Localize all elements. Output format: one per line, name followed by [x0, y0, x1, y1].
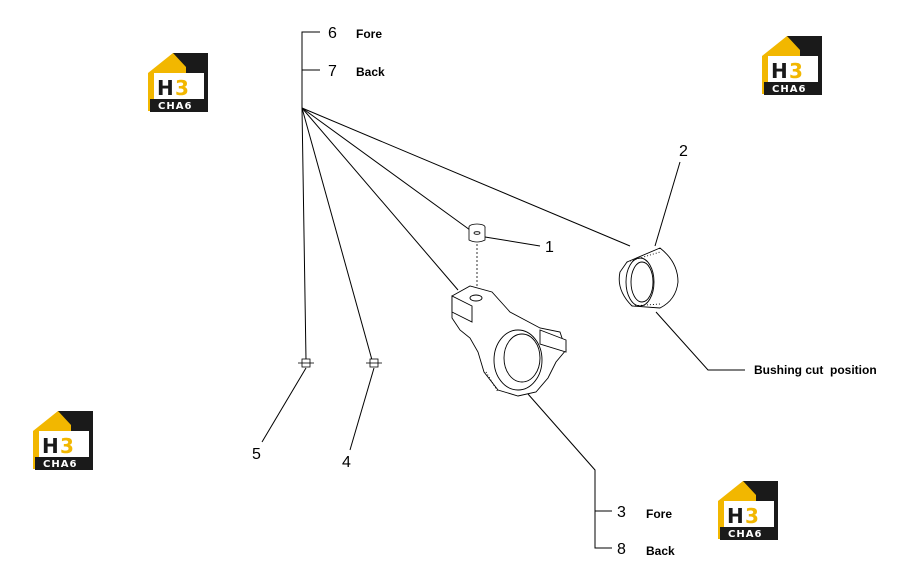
- leader-1: [484, 236, 541, 247]
- logo-text: CHA6: [158, 101, 192, 112]
- logo-letter-3: 3: [175, 76, 189, 100]
- logo-text: CHA6: [772, 84, 806, 95]
- callout-1: 1: [545, 239, 554, 256]
- logo-letter-h: H: [42, 434, 59, 458]
- watermark-logo-top-left: H 3 CHA6: [148, 53, 208, 112]
- leader-to-nut-4: [301, 107, 373, 361]
- label-bushing-cut-position: Bushing cut position: [754, 363, 877, 377]
- label-fore-top: Fore: [356, 27, 382, 41]
- watermark-logo-top-right: H 3 CHA6: [762, 36, 822, 95]
- logo-letter-3: 3: [60, 434, 74, 458]
- leader-lines: [261, 31, 745, 549]
- logo-letter-3: 3: [745, 504, 759, 528]
- leader-2: [654, 161, 681, 247]
- leader-4: [349, 367, 375, 451]
- callout-5: 5: [252, 446, 261, 463]
- part-rod-cap: [451, 285, 567, 397]
- leader-to-nut-5: [301, 107, 307, 361]
- leader-to-rod: [301, 107, 459, 291]
- leader-bushing-cut: [655, 311, 745, 371]
- watermark-logo-bottom-left: H 3 CHA6: [33, 411, 93, 470]
- logo-letter-h: H: [771, 59, 788, 83]
- callout-4: 4: [342, 454, 351, 471]
- callout-8: 8: [617, 541, 626, 558]
- label-back-bottom: Back: [646, 544, 675, 558]
- callout-6: 6: [328, 25, 337, 42]
- part-nut-4: [366, 358, 382, 368]
- leader-to-bushing: [301, 107, 631, 247]
- callout-2: 2: [679, 143, 688, 160]
- part-nut-5: [298, 358, 314, 368]
- logo-text: CHA6: [43, 459, 77, 470]
- leader-5: [261, 367, 307, 443]
- logo-letter-h: H: [157, 76, 174, 100]
- logo-letter-h: H: [727, 504, 744, 528]
- logo-text: CHA6: [728, 529, 762, 540]
- watermark-logo-bottom-right: H 3 CHA6: [718, 481, 778, 540]
- leader-to-bolt: [301, 107, 471, 231]
- part-bushing: [618, 247, 679, 309]
- logo-letter-3: 3: [789, 59, 803, 83]
- callout-7: 7: [328, 63, 337, 80]
- part-bolt: [468, 223, 486, 292]
- leader-3-8: [527, 393, 612, 549]
- label-back-top: Back: [356, 65, 385, 79]
- callout-3: 3: [617, 504, 626, 521]
- label-fore-bottom: Fore: [646, 507, 672, 521]
- leader-6-7: [301, 31, 320, 108]
